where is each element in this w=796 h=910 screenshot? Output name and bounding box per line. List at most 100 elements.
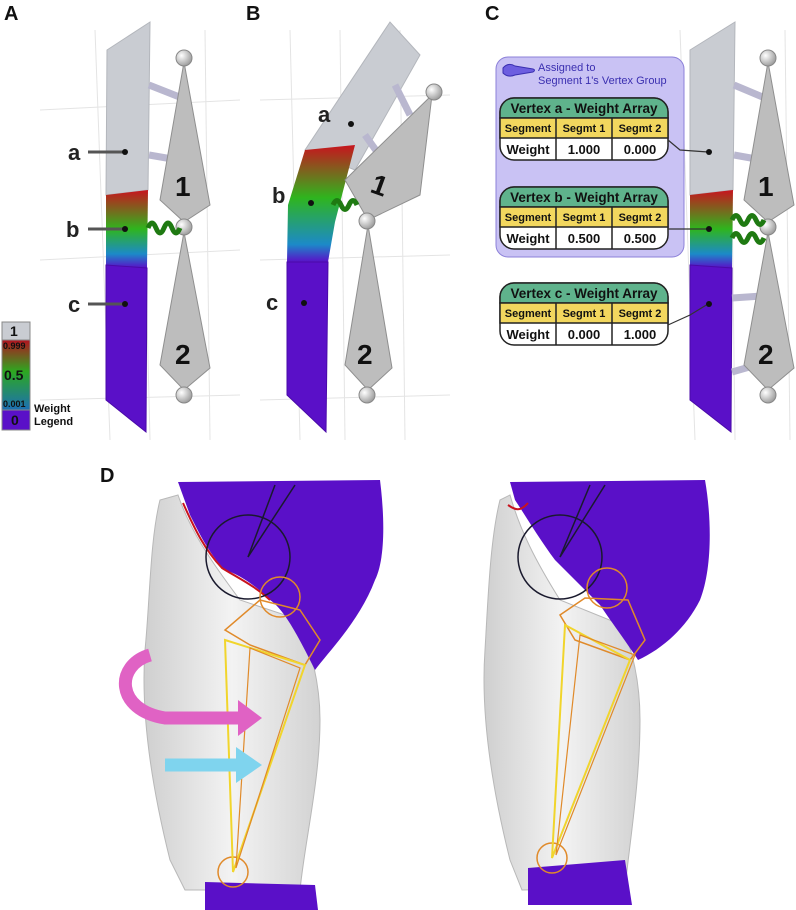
bone-connector [391,83,414,117]
bone-axis [247,484,296,558]
rotate-arrow-head [238,700,262,736]
table-header-segmt2: Segmt 2 [619,308,662,320]
vertex-c-label: c [266,290,278,315]
table-header-segmt1: Segmt 1 [563,212,606,224]
panel-a-label: A [4,3,18,25]
panel-d: D [100,465,710,910]
joint-ring [586,567,628,609]
weight-boundary [507,502,529,511]
vertex-a-dot [706,149,712,155]
weight-table-vertex-a: Vertex a - Weight Array Segment Segmt 1 … [499,97,669,161]
vertex-a-dot [122,149,128,155]
mesh-region [528,860,632,905]
joint-circle [205,514,291,600]
mesh-weight-one-region [689,21,736,196]
legend-value-zero: 0 [11,412,19,428]
mesh-weight-zero-region [689,264,733,434]
leader-line [667,139,709,153]
joint-ball [358,212,376,230]
legend-label-legend: Legend [34,416,73,428]
joint-ball [175,49,193,67]
translate-arrow-head [236,747,262,783]
spring-icon [729,213,767,227]
bone-axis [247,484,276,558]
mesh-region [205,882,318,910]
table-cell-segmt2: 0.500 [624,231,657,246]
joint-ball [425,83,443,101]
table-cell-segmt2: 1.000 [624,327,657,342]
legend-swatch-gradient [1,339,31,411]
table-cell-segmt1: 0.500 [568,231,601,246]
assigned-note-line1: Assigned to [538,62,595,74]
vertex-b-label: b [272,183,285,208]
vertex-a-dot [348,121,354,127]
spring-icon [145,220,183,236]
vertex-c-dot [706,301,712,307]
vertex-b-dot [706,226,712,232]
table-row-label: Weight [506,142,550,157]
table-title: Vertex a - Weight Array [510,101,658,116]
vertex-c-label: c [68,292,80,317]
assigned-note-line2: Segment 1's Vertex Group [538,75,667,87]
panel-d-label: D [100,465,114,487]
legend-value-half: 0.5 [4,367,24,383]
bone-connector [147,81,184,102]
table-header-segmt2: Segmt 2 [619,212,662,224]
vertex-c-dot [122,301,128,307]
joint-circle [517,514,603,600]
specimen-right [483,480,710,905]
rotate-arrow-icon [119,648,240,725]
bone-connector [732,81,767,102]
segment-2-label: 2 [357,339,373,370]
weight-table-vertex-c: Vertex c - Weight Array Segment Segmt 1 … [499,282,669,346]
segment-2-label: 2 [175,339,191,370]
segment-1-label: 1 [758,171,774,202]
segment-2-label: 2 [758,339,774,370]
panel-c: 1 2 Assigned to Segment 1's Vertex Group… [485,3,795,441]
bone-frame [551,623,632,859]
table-title: Vertex c - Weight Array [510,286,658,301]
legend-value-one: 1 [10,323,18,339]
joint-ball [759,386,777,404]
panel-b-label: B [246,3,260,25]
vertex-a-label: a [318,102,331,127]
table-header-segmt1: Segmt 1 [563,308,606,320]
panel-a: a b c 1 2 A [4,3,241,441]
mesh-weight-zero-region [286,261,329,434]
table-header-segmt2: Segmt 2 [619,123,662,135]
mesh-region [178,480,384,670]
weight-legend: 1 0.999 0.5 0.001 0 Weight Legend [1,321,73,431]
table-row-label: Weight [506,231,550,246]
table-cell-segmt1: 1.000 [568,142,601,157]
vertex-b-dot [308,200,314,206]
vertex-b-dot [122,226,128,232]
table-row-label: Weight [506,327,550,342]
vertex-a-label: a [68,140,81,165]
spring-icon [729,231,767,245]
bone-axis [559,484,591,558]
legend-value-0999: 0.999 [3,341,26,351]
table-title: Vertex b - Weight Array [510,190,658,205]
mesh-weight-one-region [105,21,151,196]
table-header-segmt1: Segmt 1 [563,123,606,135]
weight-boundary [182,502,271,601]
legend-label-weight: Weight [34,403,71,415]
joint-ball [175,386,193,404]
table-cell-segmt1: 0.000 [568,327,601,342]
vertex-b-label: b [66,217,79,242]
joint-ring [259,576,301,618]
panel-c-label: C [485,3,499,25]
specimen-left [119,480,384,910]
table-header-segment: Segment [505,123,552,135]
joint-ball [759,49,777,67]
mesh-gradient-region [287,145,355,262]
table-header-segment: Segment [505,212,552,224]
spring-icon [330,198,360,212]
mesh-weight-zero-region [105,264,148,434]
legend-value-0001: 0.001 [3,399,26,409]
weight-table-vertex-b: Vertex b - Weight Array Segment Segmt 1 … [499,186,669,250]
segment-1-label: 1 [175,171,191,202]
legend-swatch-zero [1,409,31,431]
bone-frame [555,634,636,856]
